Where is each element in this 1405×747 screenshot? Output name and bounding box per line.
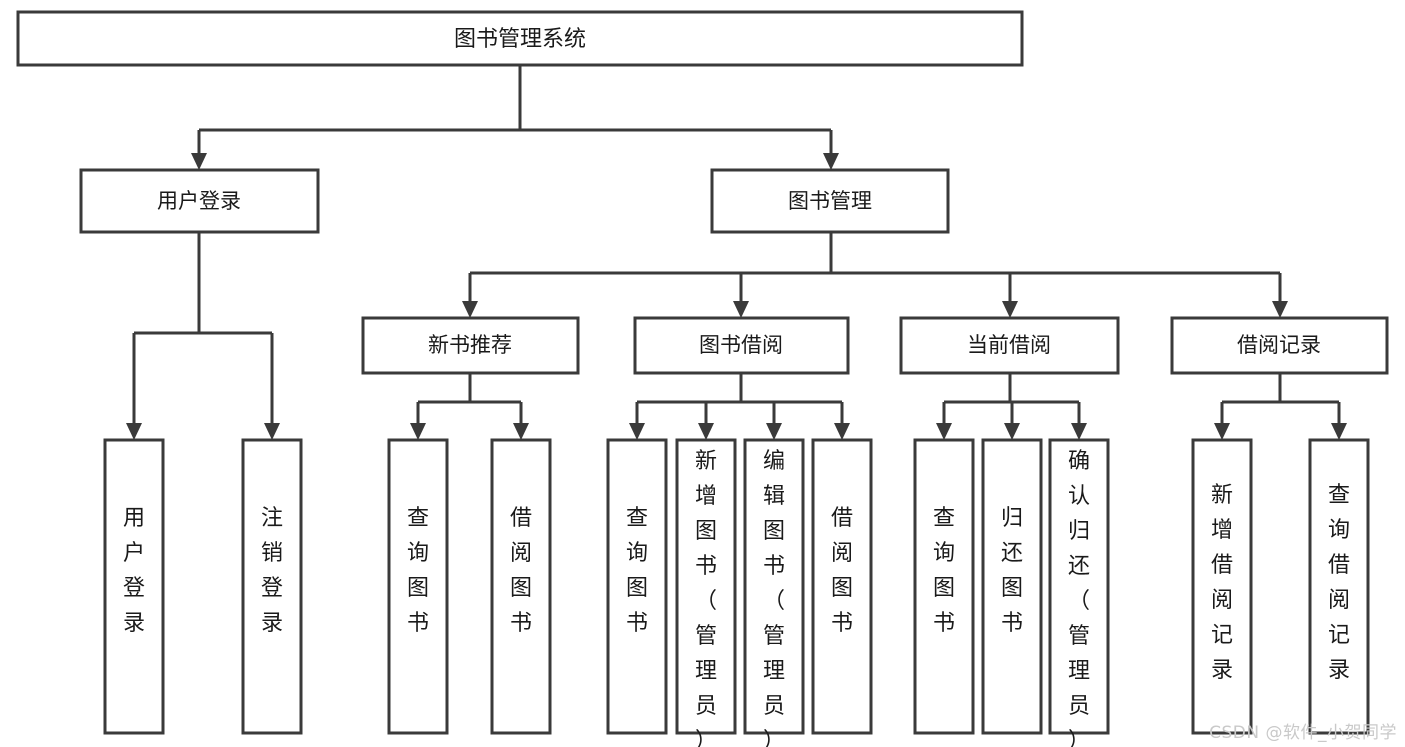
leaf-borrow-book-2-label: 借阅图书 <box>831 506 853 636</box>
leaf-node-user-login[interactable]: 用户登录 <box>103 438 165 735</box>
node-new-book-recommend[interactable]: 新书推荐 <box>361 316 580 375</box>
node-root[interactable]: 图书管理系统 <box>16 10 1024 67</box>
node-root-box[interactable] <box>16 10 1024 67</box>
node-current-borrow-box[interactable] <box>899 316 1120 375</box>
node-new-book-recommend-label: 新书推荐 <box>428 333 512 357</box>
arrow-br-leaf-2 <box>1331 423 1347 440</box>
arrow-bb-leaf-1 <box>629 423 645 440</box>
node-book-management-box[interactable] <box>710 168 950 234</box>
leaf-confirm-return-box[interactable] <box>1048 438 1110 735</box>
node-borrow-record[interactable]: 借阅记录 <box>1170 316 1389 375</box>
arrow-br-leaf-1 <box>1214 423 1230 440</box>
leaf-return-book-box[interactable] <box>981 438 1043 735</box>
arrow-cb-leaf-2 <box>1004 423 1020 440</box>
node-borrow-record-box[interactable] <box>1170 316 1389 375</box>
arrow-cb-leaf-1 <box>936 423 952 440</box>
csdn-watermark: CSDN @软件_小贺同学 <box>1209 723 1397 743</box>
node-current-borrow[interactable]: 当前借阅 <box>899 316 1120 375</box>
leaf-query-record-label: 查询借阅记录 <box>1328 483 1350 683</box>
arrow-bb-leaf-2 <box>698 423 714 440</box>
leaf-borrow-book-2-box[interactable] <box>811 438 873 735</box>
leaf-edit-book-label: 编辑图书（管理员） <box>763 449 785 747</box>
arrow-root-to-user-login <box>191 153 207 170</box>
leaf-logout-login-box[interactable] <box>241 438 303 735</box>
node-book-management-label: 图书管理 <box>788 189 872 213</box>
node-user-login[interactable]: 用户登录 <box>79 168 320 234</box>
node-user-login-label: 用户登录 <box>157 189 241 213</box>
leaf-node-confirm-return[interactable]: 确认归还（管理员） <box>1048 438 1110 747</box>
leaf-query-book-3-box[interactable] <box>913 438 975 735</box>
arrow-nb-leaf-2 <box>513 423 529 440</box>
arrow-bb-leaf-3 <box>766 423 782 440</box>
arrow-bm-to-new-book <box>462 301 478 318</box>
leaf-node-add-record[interactable]: 新增借阅记录 <box>1191 438 1253 735</box>
leaf-layer: 用户登录 注销登录 查询图书 借阅图书 查询图书 新增图书 <box>103 438 1370 747</box>
node-new-book-recommend-box[interactable] <box>361 316 580 375</box>
arrow-bm-to-book-borrow <box>733 301 749 318</box>
leaf-query-book-2-label: 查询图书 <box>626 506 648 636</box>
arrow-ul-leaf-2 <box>264 423 280 440</box>
leaf-logout-login-label: 注销登录 <box>261 506 283 636</box>
node-user-login-box[interactable] <box>79 168 320 234</box>
leaf-node-edit-book[interactable]: 编辑图书（管理员） <box>743 438 805 747</box>
node-book-borrow[interactable]: 图书借阅 <box>633 316 850 375</box>
leaf-node-add-book[interactable]: 新增图书（管理员） <box>675 438 737 747</box>
leaf-add-book-label: 新增图书（管理员） <box>695 449 717 747</box>
leaf-node-logout-login[interactable]: 注销登录 <box>241 438 303 735</box>
leaf-query-book-2-box[interactable] <box>606 438 668 735</box>
leaf-node-query-record[interactable]: 查询借阅记录 <box>1308 438 1370 735</box>
leaf-confirm-return-label: 确认归还（管理员） <box>1068 449 1090 747</box>
leaf-node-borrow-book-2[interactable]: 借阅图书 <box>811 438 873 735</box>
node-borrow-record-label: 借阅记录 <box>1237 333 1321 357</box>
leaf-node-borrow-book-1[interactable]: 借阅图书 <box>490 438 552 735</box>
arrow-cb-leaf-3 <box>1071 423 1087 440</box>
leaf-user-login-box[interactable] <box>103 438 165 735</box>
leaf-node-query-book-1[interactable]: 查询图书 <box>387 438 449 735</box>
arrow-root-to-book-management <box>823 153 839 170</box>
arrow-ul-leaf-1 <box>126 423 142 440</box>
arrow-bb-leaf-4 <box>834 423 850 440</box>
leaf-node-query-book-3[interactable]: 查询图书 <box>913 438 975 735</box>
node-book-borrow-box[interactable] <box>633 316 850 375</box>
leaf-borrow-book-1-box[interactable] <box>490 438 552 735</box>
leaf-add-record-label: 新增借阅记录 <box>1211 483 1233 683</box>
node-root-label: 图书管理系统 <box>454 27 586 52</box>
leaf-query-book-3-label: 查询图书 <box>933 506 955 636</box>
leaf-add-record-box[interactable] <box>1191 438 1253 735</box>
leaf-user-login-label: 用户登录 <box>123 506 145 636</box>
leaf-add-book-box[interactable] <box>675 438 737 735</box>
arrow-nb-leaf-1 <box>410 423 426 440</box>
leaf-query-record-box[interactable] <box>1308 438 1370 735</box>
node-book-borrow-label: 图书借阅 <box>699 333 783 357</box>
leaf-node-query-book-2[interactable]: 查询图书 <box>606 438 668 735</box>
leaf-borrow-book-1-label: 借阅图书 <box>510 506 532 636</box>
arrow-bm-to-borrow-record <box>1272 301 1288 318</box>
arrow-bm-to-current-borrow <box>1002 301 1018 318</box>
leaf-query-book-1-box[interactable] <box>387 438 449 735</box>
leaf-query-book-1-label: 查询图书 <box>407 506 429 636</box>
connector-layer <box>126 65 1347 440</box>
node-current-borrow-label: 当前借阅 <box>967 333 1051 357</box>
leaf-node-return-book[interactable]: 归还图书 <box>981 438 1043 735</box>
node-book-management[interactable]: 图书管理 <box>710 168 950 234</box>
leaf-return-book-label: 归还图书 <box>1001 506 1023 636</box>
leaf-edit-book-box[interactable] <box>743 438 805 735</box>
